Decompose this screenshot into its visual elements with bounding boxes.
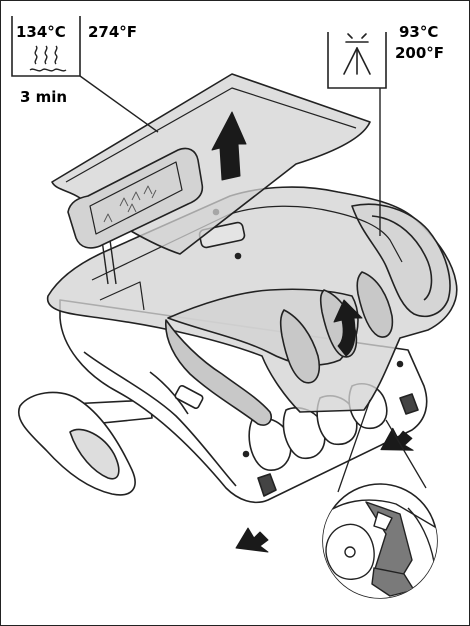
autoclave-duration: 3 min xyxy=(20,88,67,106)
magnifier-connector-2 xyxy=(337,399,371,493)
autoclave-temp-c: 134°C xyxy=(16,23,66,41)
lower-cover xyxy=(47,186,458,426)
autoclave-symbol: 134°C 274°F 3 min xyxy=(11,16,137,106)
lift-lid-arrow xyxy=(211,111,247,181)
lid-markings xyxy=(103,185,157,223)
upper-lid xyxy=(51,73,371,255)
autoclave-temp-f: 274°F xyxy=(88,23,137,41)
steam-sterilization-icon xyxy=(29,45,67,72)
washer-temp-c: 93°C xyxy=(399,23,438,41)
washer-temp-f: 200°F xyxy=(395,44,444,62)
washer-label-frame xyxy=(327,32,387,89)
press-latch-left-arrow xyxy=(235,527,269,553)
direction-arrows xyxy=(211,111,414,553)
spray-wash-icon xyxy=(343,33,371,75)
autoclave-label-frame xyxy=(11,16,81,77)
leader-lines xyxy=(79,75,381,236)
side-bracket xyxy=(17,391,153,496)
magnifier-connector xyxy=(385,419,427,489)
magnifier-inset xyxy=(322,399,438,599)
lift-cover-arrow xyxy=(333,299,363,357)
washer-symbol: 93°C 200°F xyxy=(327,23,444,89)
